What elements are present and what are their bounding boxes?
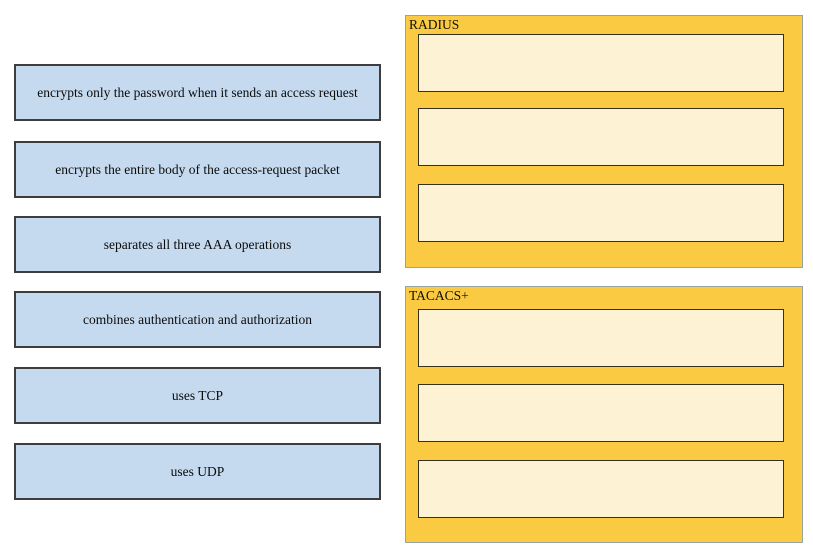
- drag-token-encrypts-entire-body[interactable]: encrypts the entire body of the access-r…: [14, 141, 381, 198]
- radius-panel-label: RADIUS: [409, 17, 460, 32]
- tacacs-drop-slot-1[interactable]: [418, 309, 784, 367]
- drag-token-uses-udp[interactable]: uses UDP: [14, 443, 381, 500]
- radius-drop-slot-1[interactable]: [418, 34, 784, 92]
- radius-drop-slot-3[interactable]: [418, 184, 784, 242]
- drag-token-combines-auth[interactable]: combines authentication and authorizatio…: [14, 291, 381, 348]
- tacacs-target-panel: TACACS+: [405, 286, 803, 543]
- tacacs-drop-slot-2[interactable]: [418, 384, 784, 442]
- radius-target-panel: RADIUS: [405, 15, 803, 268]
- tacacs-panel-label: TACACS+: [409, 288, 469, 303]
- drag-token-uses-tcp[interactable]: uses TCP: [14, 367, 381, 424]
- drag-token-separates-aaa[interactable]: separates all three AAA operations: [14, 216, 381, 273]
- radius-drop-slot-2[interactable]: [418, 108, 784, 166]
- drag-token-encrypts-password[interactable]: encrypts only the password when it sends…: [14, 64, 381, 121]
- tacacs-drop-slot-3[interactable]: [418, 460, 784, 518]
